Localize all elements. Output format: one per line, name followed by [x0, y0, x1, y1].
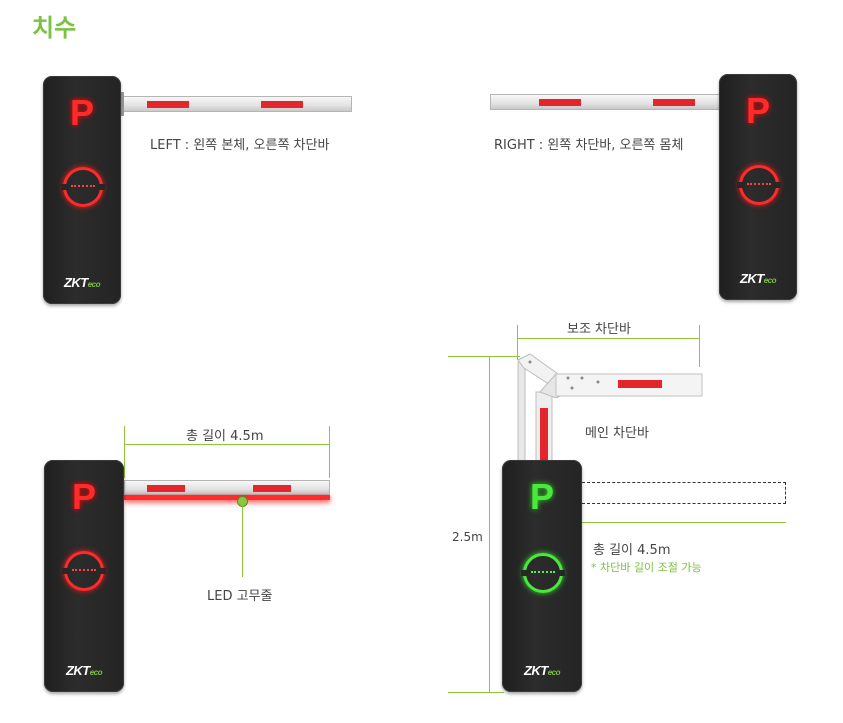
- folding-arm: [517, 353, 703, 463]
- barrier-arm: [124, 480, 330, 495]
- led-strip: [124, 495, 330, 500]
- entry-allowed-icon: [521, 553, 565, 593]
- right-caption: RIGHT : 왼쪽 차단바, 오른쪽 몸체: [494, 138, 684, 153]
- parking-sign: P: [745, 90, 770, 131]
- led-label: LED 고무줄: [207, 589, 273, 604]
- parking-sign: P: [71, 476, 96, 517]
- barrier-cabinet: P ZKTeco: [43, 76, 121, 304]
- total-length-label: 총 길이 4.5m: [593, 543, 671, 558]
- no-entry-icon: [737, 165, 781, 205]
- barrier-arm: [490, 94, 722, 110]
- height-label: 2.5m: [452, 530, 483, 544]
- page-title: 치수: [32, 14, 77, 42]
- parking-sign: P: [529, 476, 554, 517]
- zkteco-logo: ZKTeco: [63, 275, 101, 290]
- barrier-cabinet: P ZKTeco: [44, 460, 124, 692]
- zkteco-logo: ZKTeco: [523, 663, 561, 678]
- no-entry-icon: [62, 551, 106, 591]
- main-arm-label: 메인 차단바: [585, 426, 649, 441]
- zkteco-logo: ZKTeco: [65, 663, 103, 678]
- zkteco-logo: ZKTeco: [739, 271, 777, 286]
- aux-arm-label: 보조 차단바: [567, 322, 631, 337]
- left-caption: LEFT : 왼쪽 본체, 오른쪽 차단바: [150, 138, 330, 153]
- parking-sign: P: [69, 92, 94, 133]
- total-length-label: 총 길이 4.5m: [186, 429, 264, 444]
- dimension-line: [124, 444, 329, 445]
- barrier-arm: [120, 96, 352, 112]
- no-entry-icon: [61, 167, 105, 207]
- barrier-cabinet: P ZKTeco: [719, 74, 797, 300]
- adjust-note: * 차단바 길이 조절 가능: [591, 561, 702, 574]
- arm-extension-outline: [582, 482, 786, 504]
- barrier-cabinet: P ZKTeco: [502, 460, 582, 692]
